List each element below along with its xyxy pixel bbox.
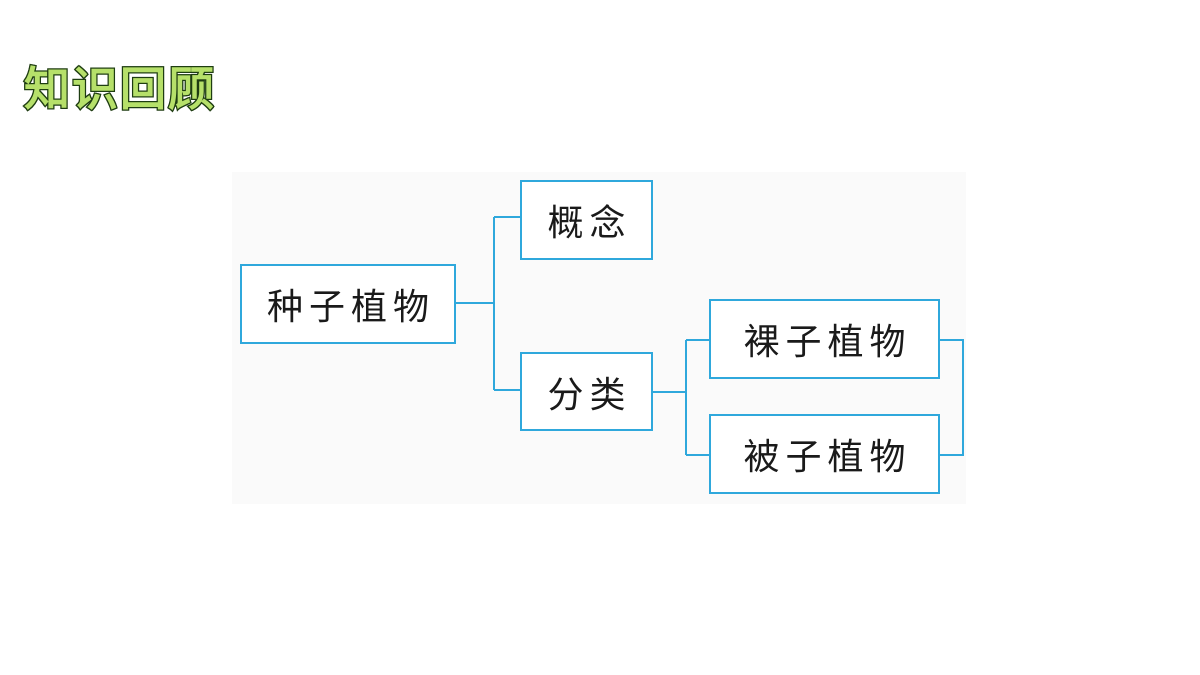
node-classification-label: 分类	[547, 374, 632, 416]
node-seed-plants-label: 种子植物	[266, 287, 435, 328]
node-gymnosperms: 裸子植物	[709, 299, 940, 379]
node-angiosperms: 被子植物	[709, 414, 940, 494]
node-seed-plants: 种子植物	[240, 264, 456, 344]
node-gymnosperms-label: 裸子植物	[743, 322, 912, 363]
node-classification: 分类	[520, 352, 653, 431]
node-concept: 概念	[520, 180, 653, 260]
node-angiosperms-label: 被子植物	[743, 437, 912, 478]
node-concept-label: 概念	[547, 203, 632, 244]
page-title: 知识回顾	[23, 62, 216, 116]
